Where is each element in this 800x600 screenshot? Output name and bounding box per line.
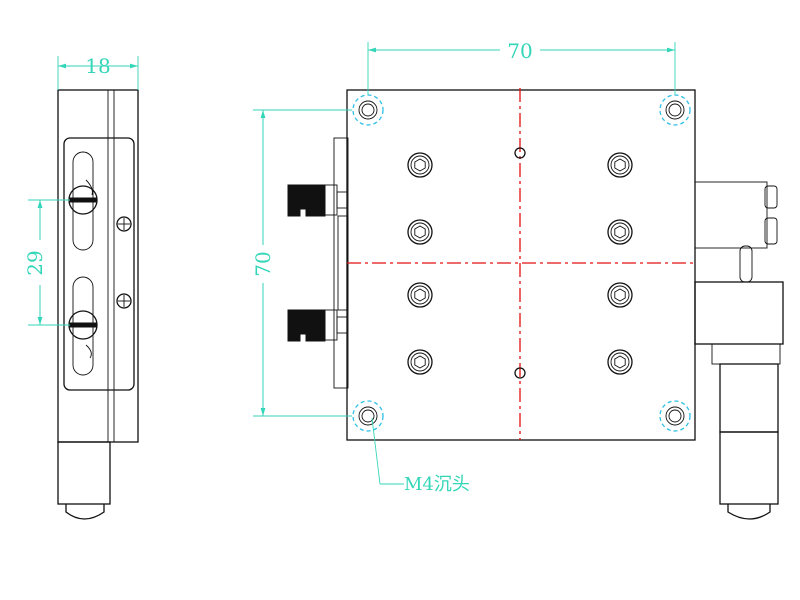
dim-side-width: 18 <box>57 54 139 90</box>
side-micrometer-tip <box>65 504 105 520</box>
hole-note-leader: M4沉头 <box>371 417 470 495</box>
side-micrometer-barrel <box>57 441 111 505</box>
dim-top-height: 70 <box>251 109 352 417</box>
hex-screw-icon <box>407 219 433 245</box>
corner-hole-bottom-right <box>659 400 691 432</box>
corner-hole-top-right <box>659 94 691 126</box>
right-lock-knob <box>694 181 778 249</box>
corner-hole-top-left <box>352 94 384 126</box>
center-hole-upper <box>514 147 526 159</box>
top-view <box>287 88 784 520</box>
side-body-outline <box>57 89 139 443</box>
lower-cross-screw-icon <box>116 293 132 309</box>
stage-plate <box>346 89 696 441</box>
hex-screw-icon <box>607 152 633 178</box>
hex-socket-screws <box>407 152 633 375</box>
hex-screw-icon <box>407 282 433 308</box>
slot-pitch-label: 29 <box>23 250 47 275</box>
upper-clamp-block <box>287 184 348 217</box>
top-height-label: 70 <box>251 251 275 276</box>
lower-clamp-block <box>287 309 348 342</box>
top-width-label: 70 <box>507 39 532 63</box>
dim-top-width: 70 <box>367 39 676 95</box>
corner-hole-bottom-left <box>352 400 384 432</box>
hex-screw-icon <box>607 219 633 245</box>
left-rail <box>333 137 349 389</box>
hex-screw-icon <box>607 282 633 308</box>
dim-slot-pitch: 29 <box>23 199 70 326</box>
center-hole-lower <box>514 367 526 379</box>
side-width-label: 18 <box>85 54 110 78</box>
hex-screw-icon <box>407 152 433 178</box>
side-slot-plate <box>63 137 135 391</box>
hole-note-label: M4沉头 <box>404 474 470 495</box>
hex-screw-icon <box>607 349 633 375</box>
hex-screw-icon <box>407 349 433 375</box>
side-view <box>57 89 139 520</box>
upper-cross-screw-icon <box>116 216 132 232</box>
right-micrometer <box>694 245 784 520</box>
